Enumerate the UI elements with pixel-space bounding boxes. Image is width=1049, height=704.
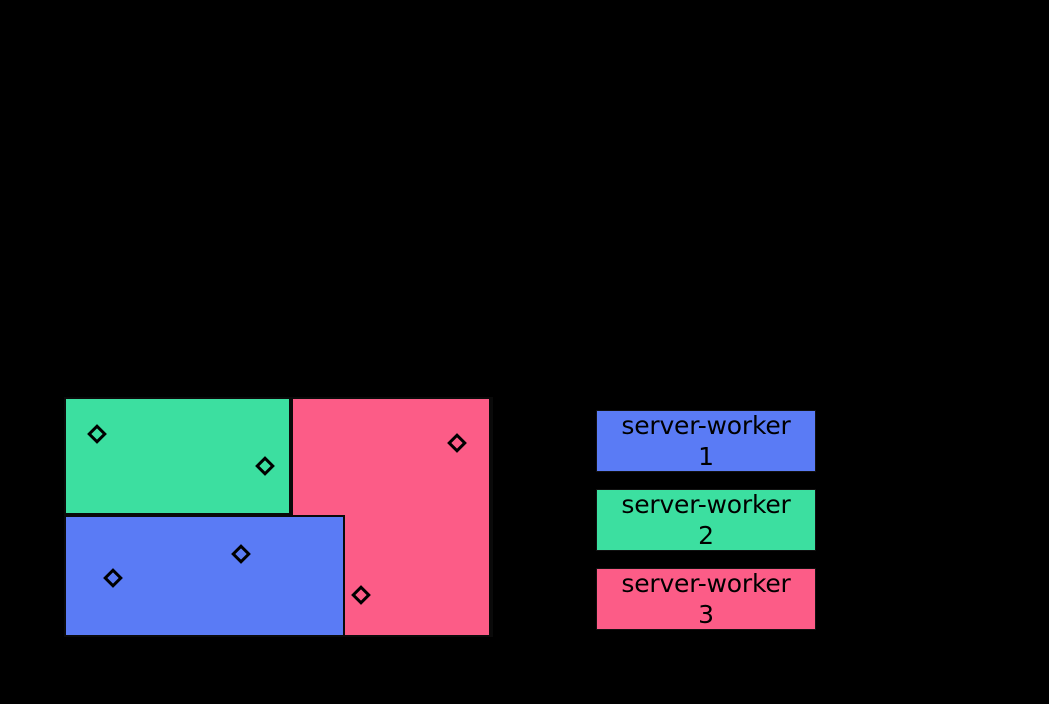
legend-item-label: server-worker 1 xyxy=(621,411,791,471)
legend-item-server-worker-2[interactable]: server-worker 2 xyxy=(596,489,816,551)
legend-item-server-worker-3[interactable]: server-worker 3 xyxy=(596,568,816,630)
treemap-rect-server-worker-1[interactable] xyxy=(64,515,345,637)
treemap-rect-server-worker-2[interactable] xyxy=(64,397,291,515)
legend-item-server-worker-1[interactable]: server-worker 1 xyxy=(596,410,816,472)
legend-item-label: server-worker 3 xyxy=(621,569,791,629)
treemap-rect-sliver xyxy=(489,397,493,637)
legend: server-worker 1 server-worker 2 server-wor… xyxy=(596,410,816,630)
legend-item-label: server-worker 2 xyxy=(621,490,791,550)
